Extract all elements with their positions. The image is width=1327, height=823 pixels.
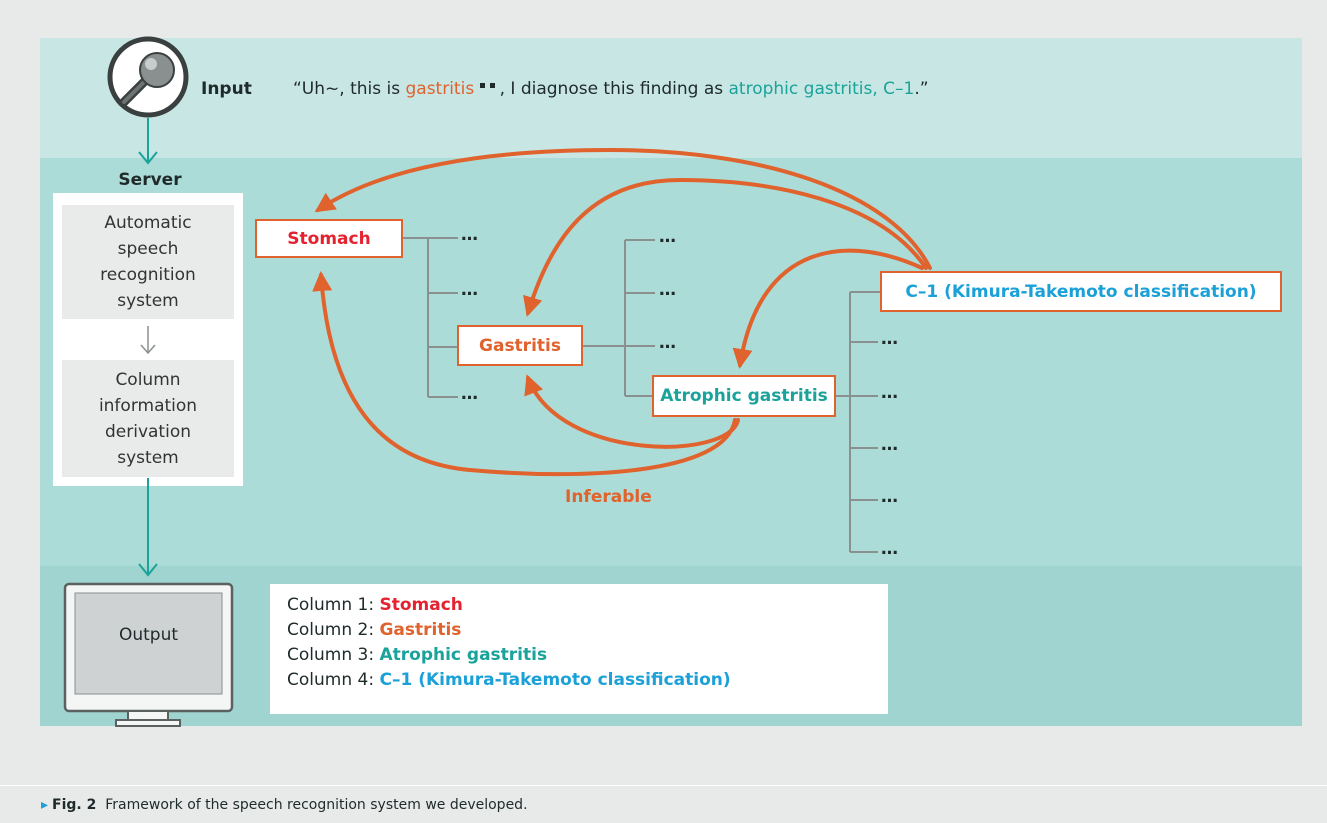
- node-atrophic-gastritis: Atrophic gastritis: [652, 375, 836, 417]
- ellipsis-leaf: …: [881, 539, 898, 559]
- pause-dot-icon: [489, 83, 495, 88]
- tree-branches: [403, 237, 880, 553]
- quote-open: “Uh~, this is: [293, 79, 406, 99]
- inferable-label: Inferable: [565, 487, 652, 507]
- ellipsis-leaf: …: [461, 225, 478, 245]
- output-line-1: Column 1: Stomach: [287, 595, 463, 615]
- node-stomach: Stomach: [255, 219, 403, 258]
- column-derivation-box: Column information derivation system: [62, 360, 234, 477]
- node-gastritis: Gastritis: [457, 325, 583, 366]
- ellipsis-leaf: …: [881, 383, 898, 403]
- quote-term-gastritis: gastritis: [405, 79, 475, 99]
- server-label: Server: [118, 170, 182, 190]
- ellipsis-leaf: …: [659, 280, 676, 300]
- c1-to-atrophic-arrow: [732, 248, 924, 369]
- caption-band: [0, 785, 1327, 823]
- output-line-2: Column 2: Gastritis: [287, 620, 462, 640]
- ellipsis-leaf: …: [881, 435, 898, 455]
- figure-caption: ▸Fig. 2 Framework of the speech recognit…: [41, 797, 528, 813]
- ellipsis-leaf: …: [881, 329, 898, 349]
- ellipsis-leaf: …: [659, 333, 676, 353]
- c1-to-gastritis-arrow: [523, 177, 928, 317]
- quote-mid: , I diagnose this finding as: [499, 79, 729, 99]
- server-band: [40, 158, 1302, 566]
- input-label: Input: [201, 79, 252, 99]
- input-quote: “Uh~, this is gastritis , I diagnose thi…: [293, 79, 929, 99]
- inference-arrows: [312, 147, 932, 477]
- pause-dot-icon: [479, 83, 485, 88]
- ellipsis-leaf: …: [659, 227, 676, 247]
- input-band: [40, 38, 1302, 158]
- quote-term-atrophic: atrophic gastritis, C–1: [728, 79, 915, 99]
- quote-close: .”: [914, 79, 929, 99]
- monitor-icon: [63, 582, 234, 727]
- caption-text: Framework of the speech recognition syst…: [105, 797, 528, 813]
- c1-to-stomach-arrow: [314, 147, 932, 270]
- caption-marker-icon: ▸: [41, 797, 49, 813]
- asr-system-box: Automatic speech recognition system: [62, 205, 234, 319]
- node-c1-classification: C–1 (Kimura-Takemoto classification): [880, 271, 1282, 312]
- ellipsis-leaf: …: [461, 280, 478, 300]
- output-line-4: Column 4: C–1 (Kimura-Takemoto classific…: [287, 670, 731, 690]
- atrophic-to-stomach-arrow: [312, 271, 737, 477]
- output-panel: [270, 584, 888, 714]
- monitor-output-label: Output: [118, 625, 179, 645]
- ellipsis-leaf: …: [461, 384, 478, 404]
- caption-fig-label: Fig. 2: [52, 797, 97, 813]
- output-line-3: Column 3: Atrophic gastritis: [287, 645, 548, 665]
- ellipsis-leaf: …: [881, 487, 898, 507]
